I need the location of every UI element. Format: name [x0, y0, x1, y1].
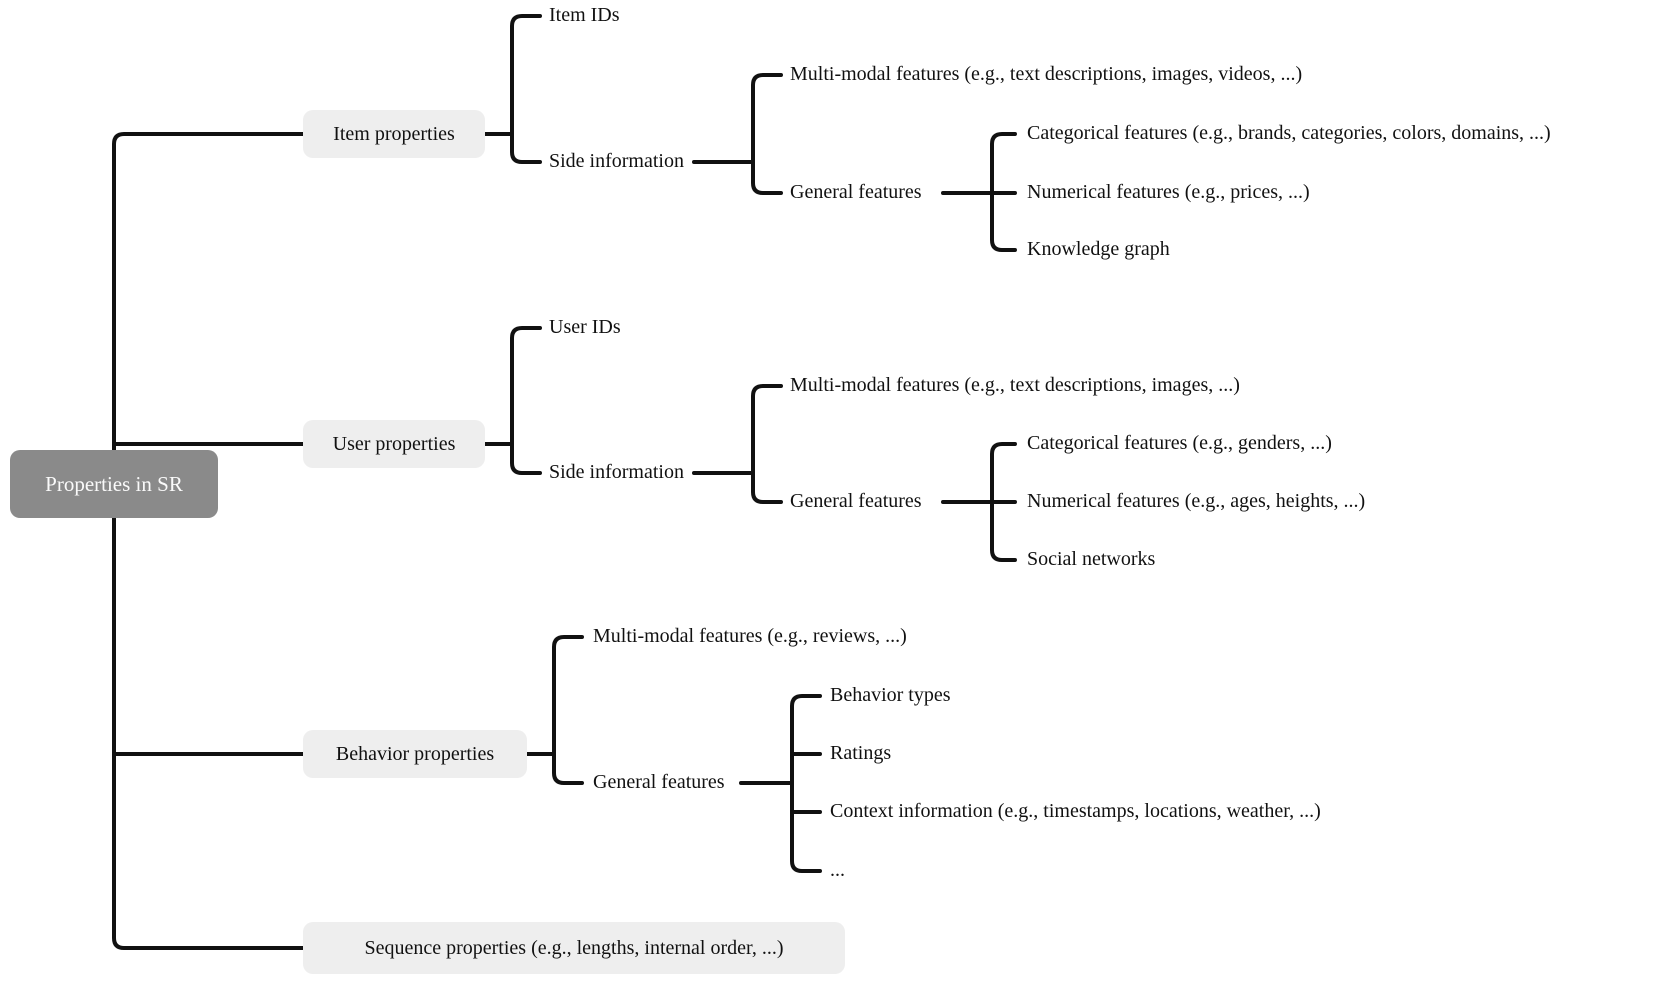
leaf-behavior-types: Behavior types — [830, 684, 951, 707]
trunk-line — [112, 132, 305, 950]
item-side-info-bracket — [751, 73, 783, 195]
node-user-properties: User properties — [303, 420, 485, 468]
leaf-behavior-ratings: Ratings — [830, 742, 892, 765]
item-general-features-bracket — [990, 132, 1017, 252]
leaf-user-side-information: Side information — [549, 461, 684, 484]
leaf-user-ids: User IDs — [549, 316, 621, 339]
node-sequence-properties-label: Sequence properties (e.g., lengths, inte… — [364, 936, 784, 959]
leaf-behavior-general-features: General features — [593, 771, 725, 794]
leaf-behavior-ellipsis: ... — [830, 859, 845, 882]
user-side-info-bracket — [751, 384, 783, 504]
root-node-label: Properties in SR — [45, 471, 183, 496]
node-item-properties: Item properties — [303, 110, 485, 158]
node-user-properties-label: User properties — [332, 432, 456, 455]
leaf-item-numerical-features: Numerical features (e.g., prices, ...) — [1027, 181, 1310, 204]
leaf-user-categorical-features: Categorical features (e.g., genders, ...… — [1027, 432, 1332, 455]
user-children-bracket — [510, 326, 542, 475]
leaf-user-multi-modal-features: Multi-modal features (e.g., text descrip… — [790, 374, 1240, 397]
behavior-general-features-bracket — [790, 694, 822, 873]
leaf-item-side-information: Side information — [549, 150, 684, 173]
leaf-item-knowledge-graph: Knowledge graph — [1027, 238, 1170, 261]
leaf-user-general-features: General features — [790, 490, 922, 513]
leaf-behavior-context-information: Context information (e.g., timestamps, l… — [830, 800, 1321, 823]
leaf-item-general-features: General features — [790, 181, 922, 204]
leaf-item-multi-modal-features: Multi-modal features (e.g., text descrip… — [790, 63, 1303, 86]
node-sequence-properties: Sequence properties (e.g., lengths, inte… — [303, 922, 845, 974]
leaf-user-numerical-features: Numerical features (e.g., ages, heights,… — [1027, 490, 1366, 513]
node-behavior-properties: Behavior properties — [303, 730, 527, 778]
item-children-bracket — [510, 14, 542, 164]
user-general-features-bracket — [990, 442, 1017, 562]
leaf-item-categorical-features: Categorical features (e.g., brands, cate… — [1027, 122, 1551, 145]
behavior-children-bracket — [552, 635, 584, 785]
leaf-item-ids: Item IDs — [549, 4, 620, 27]
root-node-properties-in-sr: Properties in SR — [10, 450, 218, 518]
leaf-user-social-networks: Social networks — [1027, 548, 1156, 571]
leaf-behavior-multi-modal-features: Multi-modal features (e.g., reviews, ...… — [593, 625, 907, 648]
node-behavior-properties-label: Behavior properties — [335, 742, 495, 765]
node-item-properties-label: Item properties — [333, 122, 455, 145]
